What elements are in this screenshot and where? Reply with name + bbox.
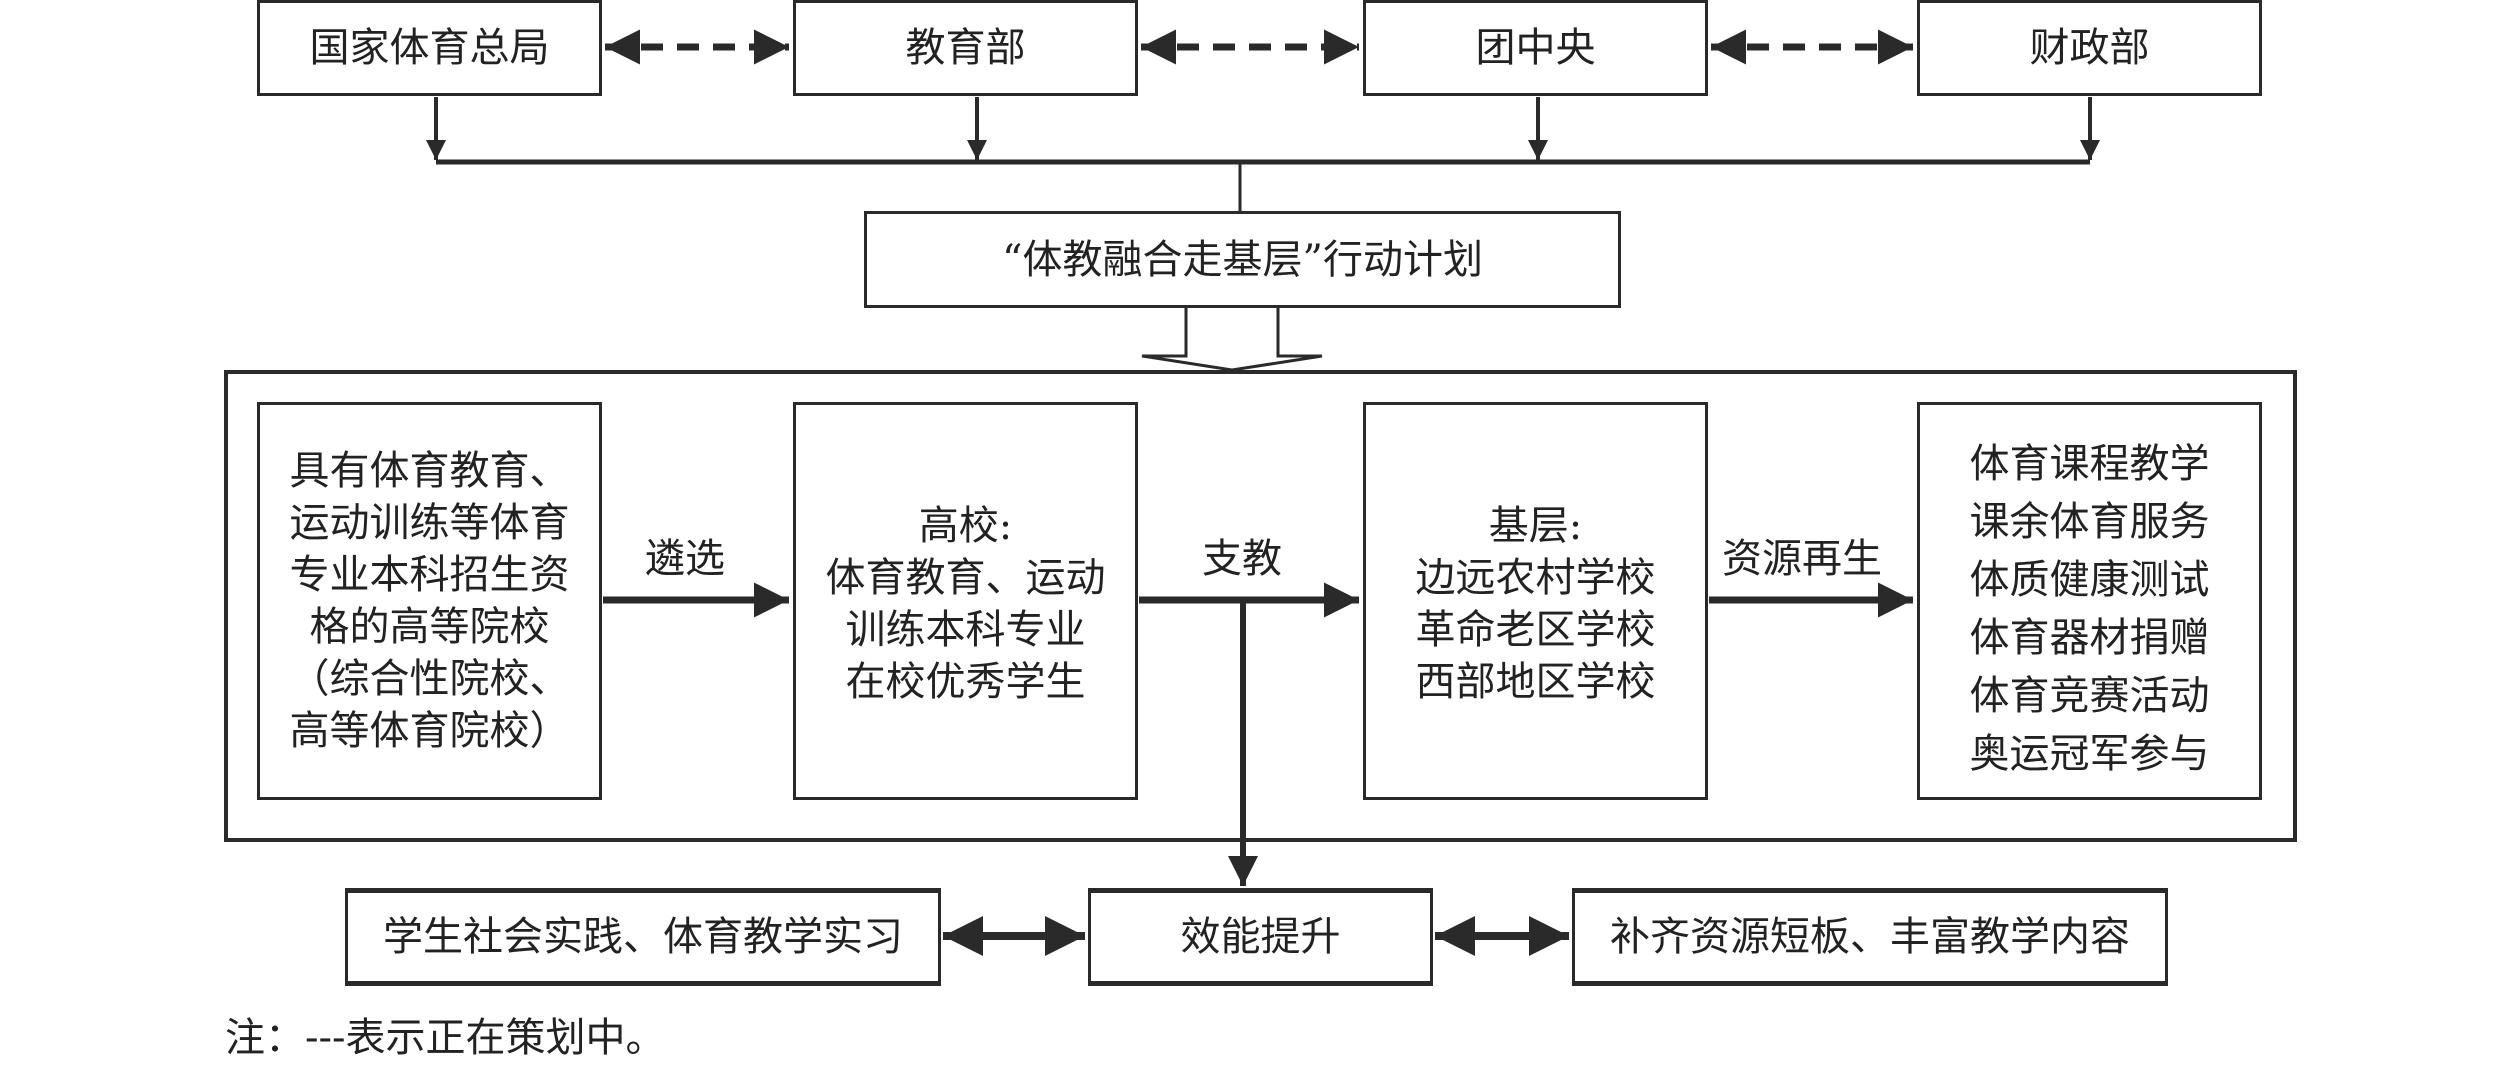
agency-box-sport-admin: 国家体育总局 [257, 0, 602, 96]
outcome-box-efficiency: 效能提升 [1088, 888, 1433, 986]
flow-box-text: 具有体育教育、 运动训练等体育 专业本科招生资 格的高等院校 （综合性院校、 高… [289, 448, 570, 754]
action-plan-label: “体教融合走基层”行动计划 [1002, 236, 1483, 283]
agency-label: 财政部 [2029, 25, 2150, 71]
agency-label: 教育部 [905, 25, 1026, 71]
flow-box-universities-qualified: 具有体育教育、 运动训练等体育 专业本科招生资 格的高等院校 （综合性院校、 高… [257, 402, 602, 800]
flow-box-text: 体育课程教学 课余体育服务 体质健康测试 体育器材捐赠 体育竞赛活动 奥运冠军参… [1969, 441, 2210, 777]
edge-label-select: 遴选 [645, 536, 725, 582]
agency-label: 团中央 [1475, 25, 1596, 71]
outcome-label: 学生社会实践、体育教学实习 [383, 914, 903, 960]
action-plan-box: “体教融合走基层”行动计划 [864, 211, 1621, 308]
flow-box-activities: 体育课程教学 课余体育服务 体质健康测试 体育器材捐赠 体育竞赛活动 奥运冠军参… [1917, 402, 2262, 800]
agency-box-youth-league: 团中央 [1363, 0, 1708, 96]
footnote: 注：---表示正在策划中。 [225, 1015, 666, 1061]
flow-box-college-students: 高校: 体育教育、运动 训练本科专业 在校优秀学生 [793, 402, 1138, 800]
edge-label-teach: 支教 [1202, 536, 1282, 582]
hollow-down-arrow [1141, 307, 1323, 372]
agency-label: 国家体育总局 [309, 25, 550, 71]
outcome-label: 补齐资源短板、丰富教学内容 [1610, 914, 2130, 960]
flow-box-text: 高校: 体育教育、运动 训练本科专业 在校优秀学生 [825, 503, 1106, 705]
outcome-label: 效能提升 [1180, 914, 1341, 960]
program-frame [224, 370, 2297, 842]
edge-label-regenerate: 资源再生 [1722, 536, 1882, 582]
agency-box-education-ministry: 教育部 [793, 0, 1138, 96]
outcome-box-resources: 补齐资源短板、丰富教学内容 [1572, 888, 2168, 986]
agency-box-finance-ministry: 财政部 [1917, 0, 2262, 96]
flow-box-grassroots-schools: 基层: 边远农村学校 革命老区学校 西部地区学校 [1363, 402, 1708, 800]
outcome-box-practice: 学生社会实践、体育教学实习 [345, 888, 941, 986]
flow-box-text: 基层: 边远农村学校 革命老区学校 西部地区学校 [1415, 503, 1656, 705]
